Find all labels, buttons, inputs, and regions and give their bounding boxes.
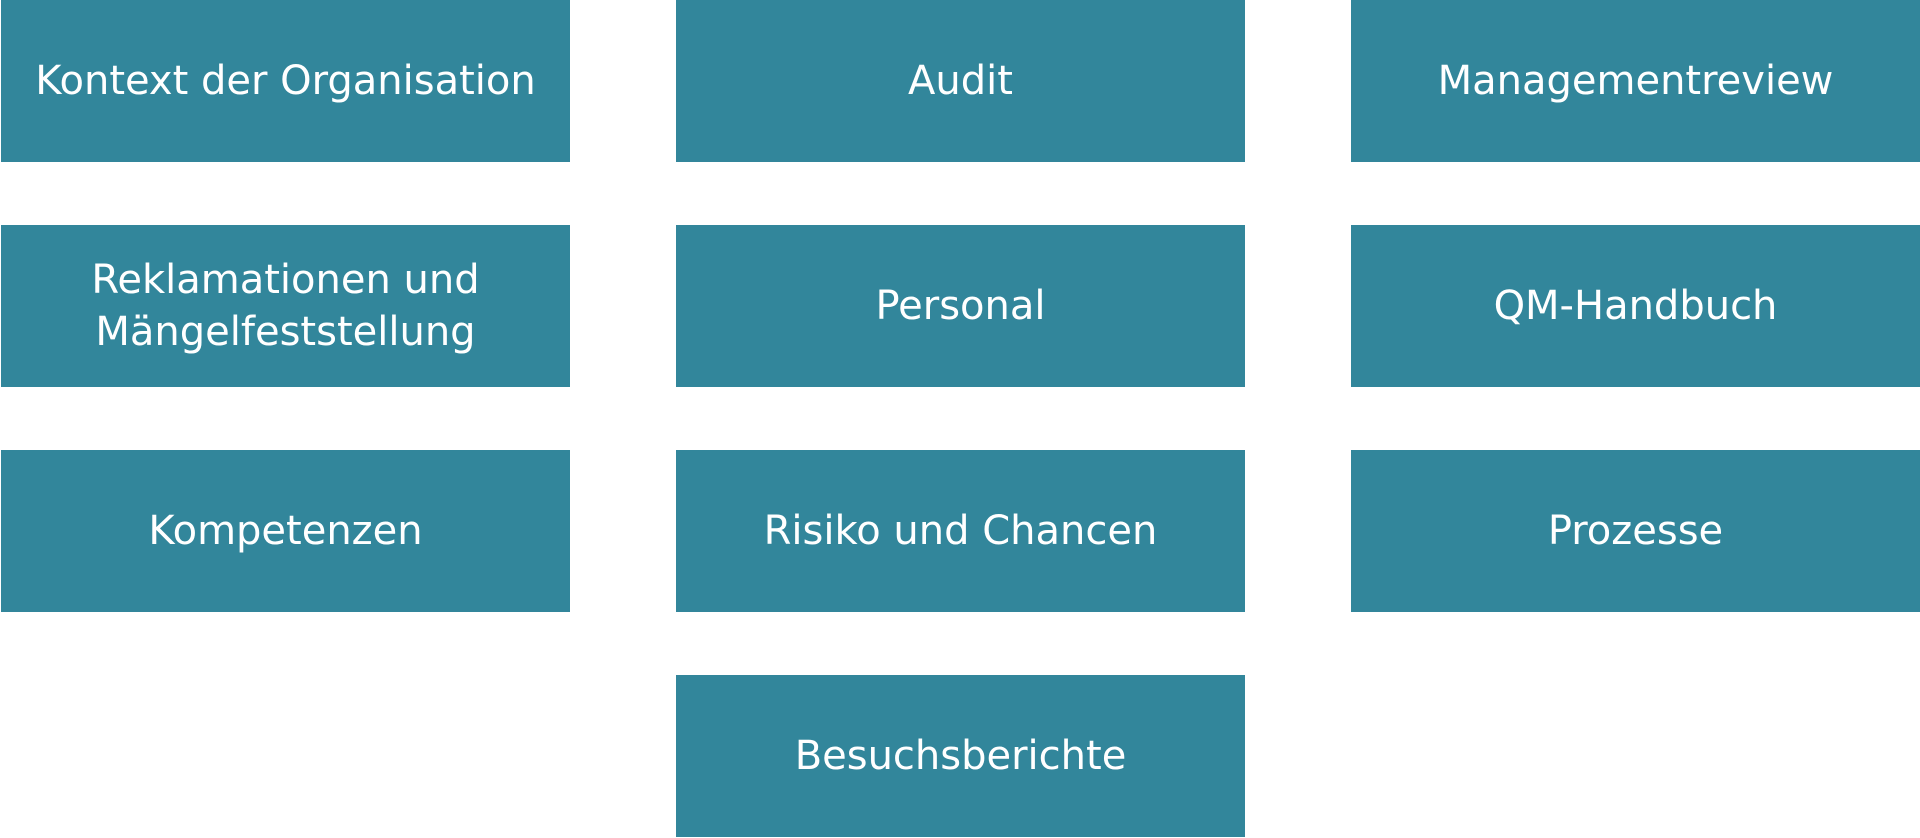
tile-kontext-der-organisation[interactable]: Kontext der Organisation: [1, 0, 570, 162]
tile-reklamationen-und-maengelfeststellung[interactable]: Reklamationen und Mängelfeststellung: [1, 225, 570, 387]
tile-personal[interactable]: Personal: [676, 225, 1245, 387]
tile-kompetenzen[interactable]: Kompetenzen: [1, 450, 570, 612]
tile-qm-handbuch[interactable]: QM-Handbuch: [1351, 225, 1920, 387]
tile-risiko-und-chancen[interactable]: Risiko und Chancen: [676, 450, 1245, 612]
tile-prozesse[interactable]: Prozesse: [1351, 450, 1920, 612]
tile-besuchsberichte[interactable]: Besuchsberichte: [676, 675, 1245, 837]
tile-audit[interactable]: Audit: [676, 0, 1245, 162]
tile-managementreview[interactable]: Managementreview: [1351, 0, 1920, 162]
